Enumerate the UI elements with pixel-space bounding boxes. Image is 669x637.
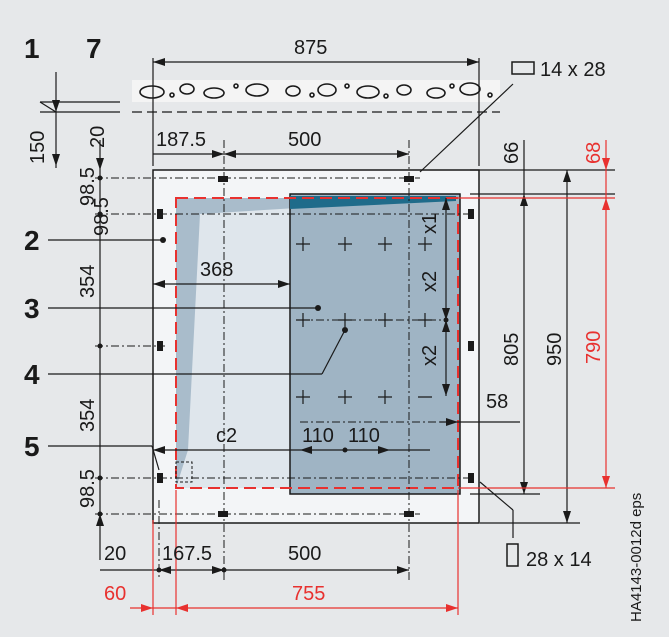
dim-left-98-5-bottom: 98.5 — [77, 469, 99, 508]
center-lines — [95, 140, 520, 580]
slot-label-top: 14 x 28 — [540, 59, 606, 81]
red-arrowheads — [141, 158, 610, 612]
dim-bottom-left: 167.5 — [162, 543, 212, 565]
slot-label-bottom: 28 x 14 — [526, 549, 592, 571]
dim-bottom-mid: 500 — [288, 543, 321, 565]
dim-left-98-5-top: 98.5 — [77, 167, 99, 206]
dim-left-98-5-mid: 98.5 — [91, 197, 113, 236]
dim-left-354-top: 354 — [77, 265, 99, 298]
dim-x1: x1 — [419, 213, 441, 234]
device-panel — [289, 193, 461, 495]
wall-aggregate-pattern — [139, 82, 493, 99]
dim-x2-top: x2 — [419, 271, 441, 292]
dim-inner-368: 368 — [200, 259, 233, 281]
dim-gap-110-b: 110 — [348, 425, 380, 447]
dim-left-20-top: 20 — [87, 126, 109, 148]
dim-right-66: 66 — [501, 142, 523, 164]
dim-c2: c2 — [216, 425, 237, 447]
dim-bottom-20: 20 — [104, 543, 126, 565]
corner-marker — [175, 461, 193, 483]
dim-top-width: 875 — [294, 37, 327, 59]
figure-id: HA4143-0012d eps — [628, 493, 645, 622]
device-top-edge — [290, 196, 456, 209]
dim-top-left: 187.5 — [156, 129, 206, 151]
slot-vertical-icon — [506, 543, 519, 567]
dim-left-354-bottom: 354 — [77, 399, 99, 432]
dim-right-805: 805 — [501, 333, 523, 366]
dim-right-58: 58 — [486, 391, 508, 413]
slot-horizontal-icon — [511, 61, 535, 75]
dim-bottom-60: 60 — [104, 583, 126, 605]
dim-x2-bottom: x2 — [419, 345, 441, 366]
dim-right-790: 790 — [583, 331, 605, 364]
callout-2: 2 — [24, 225, 40, 256]
dim-top-mid: 500 — [288, 129, 321, 151]
callout-1: 1 — [24, 33, 40, 64]
callout-4: 4 — [24, 359, 40, 390]
callout-3: 3 — [24, 293, 40, 324]
callout-5: 5 — [24, 431, 40, 462]
dim-right-68: 68 — [583, 142, 605, 164]
dim-bottom-755: 755 — [292, 583, 325, 605]
cutout-outline — [175, 197, 459, 489]
dim-right-950: 950 — [544, 333, 566, 366]
callout-7: 7 — [86, 33, 102, 64]
dim-gap-110-a: 110 — [302, 425, 334, 447]
dim-left-150: 150 — [27, 131, 49, 164]
